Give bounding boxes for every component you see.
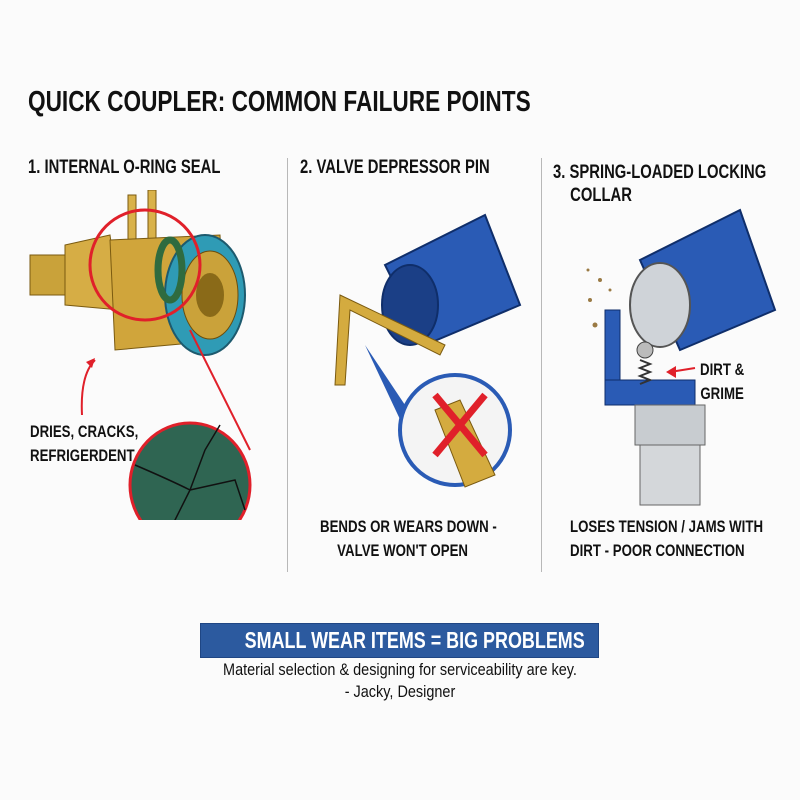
quote-text: Material selection & designing for servi…: [223, 660, 577, 679]
panel-2-heading: 2. VALVE DEPRESSOR PIN: [300, 157, 490, 178]
caption-line: BENDS OR WEARS DOWN -: [320, 517, 497, 536]
callout-line: DIRT &: [700, 360, 745, 379]
depressor-pin-illustration: [334, 213, 522, 488]
caption-line: LOSES TENSION / JAMS WITH: [570, 517, 764, 536]
summary-banner: SMALL WEAR ITEMS = BIG PROBLEMS: [200, 623, 599, 658]
heading-line: 3. SPRING-LOADED LOCKING: [553, 162, 767, 183]
callout-line: REFRIGERDENT: [30, 446, 135, 465]
locking-collar-illustration: [586, 208, 777, 506]
panel-3-caption: LOSES TENSION / JAMS WITH DIRT - POOR CO…: [570, 515, 763, 563]
column-divider: [287, 158, 288, 572]
callout-line: DRIES, CRACKS,: [30, 422, 139, 441]
banner-text: SMALL WEAR ITEMS = BIG PROBLEMS: [244, 627, 585, 653]
panel-1-heading: 1. INTERNAL O-RING SEAL: [28, 157, 221, 178]
caption-line: DIRT - POOR CONNECTION: [570, 541, 745, 560]
panel-3-callout: DIRT & GRIME: [700, 358, 744, 406]
panel-1-callout: DRIES, CRACKS, REFRIGERDENT: [30, 420, 138, 468]
page-title: QUICK COUPLER: COMMON FAILURE POINTS: [28, 86, 531, 118]
panel-3-heading: 3. SPRING-LOADED LOCKING COLLAR: [553, 161, 766, 207]
heading-line: COLLAR: [570, 185, 632, 206]
panel-2-caption: BENDS OR WEARS DOWN - VALVE WON'T OPEN: [320, 515, 538, 563]
caption-line: VALVE WON'T OPEN: [337, 541, 469, 560]
quote-attribution: - Jacky, Designer: [344, 682, 456, 701]
o-ring-coupler-illustration: [29, 190, 252, 520]
callout-line: GRIME: [700, 384, 744, 403]
column-divider: [541, 158, 542, 572]
